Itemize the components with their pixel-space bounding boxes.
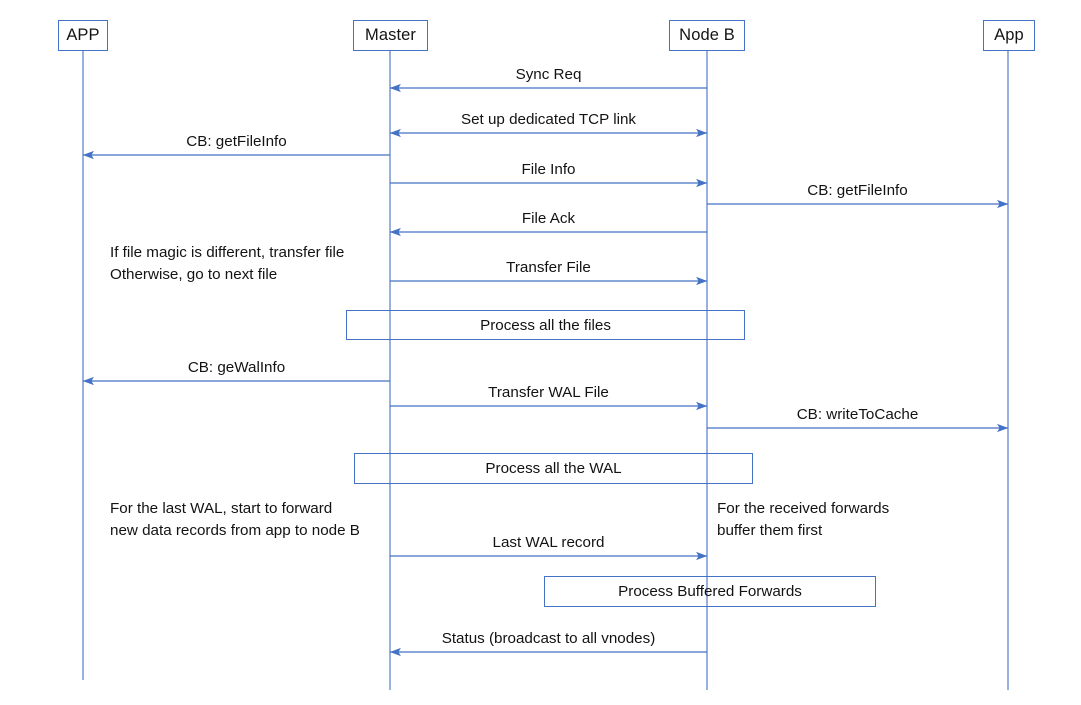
message-label-m9: Transfer WAL File — [488, 384, 609, 401]
message-label-m7: Transfer File — [506, 259, 591, 276]
lifeline-header-app_right[interactable]: App — [983, 20, 1035, 51]
message-label-m12: Status (broadcast to all vnodes) — [441, 630, 656, 647]
note-n2: For the last WAL, start to forward new d… — [110, 500, 360, 539]
message-label-m10: CB: writeToCache — [796, 406, 919, 423]
note-n1: If file magic is different, transfer fil… — [110, 244, 345, 283]
activity-box-label: Process all the files — [480, 316, 611, 334]
message-label-m11: Last WAL record — [492, 534, 605, 551]
message-label-m1: Sync Req — [515, 66, 582, 83]
activity-box-a2[interactable]: Process all the WAL — [354, 453, 753, 484]
message-label-m8: CB: geWalInfo — [187, 359, 286, 376]
lifeline-header-node_b[interactable]: Node B — [669, 20, 745, 51]
message-label-m4: File Info — [521, 161, 576, 178]
lifeline-label: App — [994, 26, 1024, 44]
message-arrows — [82, 83, 1009, 657]
lifeline-label: APP — [66, 26, 100, 44]
message-label-m3: CB: getFileInfo — [186, 133, 287, 150]
message-label-m6: File Ack — [521, 210, 576, 227]
activity-box-label: Process all the WAL — [485, 460, 622, 477]
lifeline-label: Master — [364, 26, 417, 44]
activity-box-a1[interactable]: Process all the files — [346, 310, 745, 340]
activity-box-a3[interactable]: Process Buffered Forwards — [544, 576, 876, 607]
note-n3: For the received forwards buffer them fi… — [717, 500, 890, 539]
message-label-m2: Set up dedicated TCP link — [460, 111, 637, 128]
message-label-m5: CB: getFileInfo — [807, 182, 908, 199]
lifeline-header-app_left[interactable]: APP — [58, 20, 108, 51]
lifeline-label: Node B — [679, 26, 735, 44]
lifeline-lines — [82, 51, 1009, 690]
activity-box-label: Process Buffered Forwards — [618, 583, 802, 600]
lifeline-header-master[interactable]: Master — [353, 20, 428, 51]
